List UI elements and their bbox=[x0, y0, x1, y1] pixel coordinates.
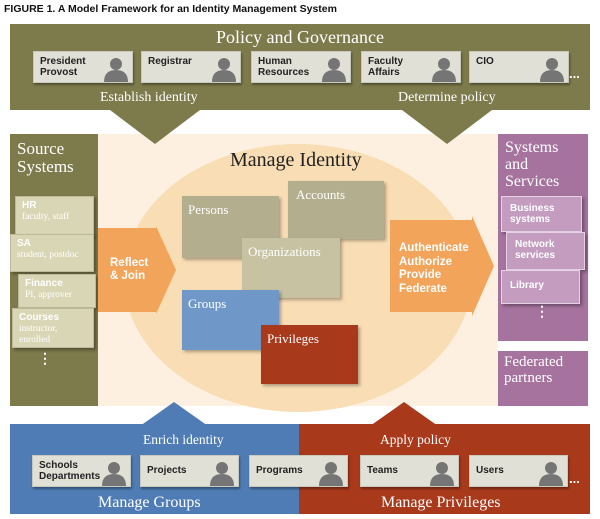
figure-title: FIGURE 1. A Model Framework for an Ident… bbox=[4, 3, 337, 15]
system-item-business: Business systems bbox=[501, 196, 582, 232]
reflect-join-label: Reflect & Join bbox=[110, 257, 149, 282]
entity-accounts: Accounts bbox=[288, 181, 384, 239]
person-icon bbox=[210, 462, 234, 486]
determine-policy-arrow bbox=[402, 110, 492, 144]
person-icon bbox=[319, 462, 343, 486]
manage-privileges-title: Manage Privileges bbox=[381, 494, 501, 511]
privilege-card-users: Users bbox=[469, 455, 568, 487]
authenticate-arrow bbox=[390, 216, 494, 316]
entity-privileges: Privileges bbox=[261, 325, 358, 384]
person-icon bbox=[322, 58, 346, 82]
source-item-courses: Courses instructor, enrolled bbox=[12, 308, 94, 348]
system-item-network: Network services bbox=[506, 232, 585, 270]
entity-organizations: Organizations bbox=[242, 238, 340, 298]
source-item-sa: SA student, postdoc bbox=[10, 234, 94, 272]
systems-services-title: Systems and Services bbox=[505, 139, 560, 190]
privilege-card-teams: Teams bbox=[360, 455, 459, 487]
apply-policy-arrow bbox=[370, 402, 438, 426]
source-item-finance: Finance PI, approver bbox=[18, 274, 96, 308]
person-icon bbox=[430, 462, 454, 486]
federated-partners-label: Federated partners bbox=[504, 354, 564, 386]
authenticate-label: Authenticate Authorize Provide Federate bbox=[399, 242, 469, 295]
person-icon bbox=[432, 58, 456, 82]
manage-identity-title: Manage Identity bbox=[230, 149, 362, 171]
reflect-join-arrow bbox=[98, 226, 176, 314]
establish-identity-arrow bbox=[110, 110, 200, 144]
group-card-programs: Programs bbox=[249, 455, 348, 487]
policy-card-faculty-affairs: Faculty Affairs bbox=[361, 51, 461, 83]
policy-card-president: President Provost bbox=[33, 51, 133, 83]
group-card-projects: Projects bbox=[140, 455, 239, 487]
privileges-more: ... bbox=[569, 471, 580, 486]
source-systems-title: Source Systems bbox=[17, 139, 74, 176]
manage-groups-title: Manage Groups bbox=[98, 494, 201, 511]
policy-governance-title: Policy and Governance bbox=[216, 27, 384, 47]
apply-policy-label: Apply policy bbox=[380, 432, 451, 447]
system-item-library: Library bbox=[501, 270, 580, 304]
policy-more: ... bbox=[569, 66, 580, 81]
federated-partners-panel bbox=[498, 351, 588, 406]
policy-card-registrar: Registrar bbox=[141, 51, 241, 83]
systems-more: ⋮ bbox=[535, 303, 549, 319]
source-item-hr: HR faculty, staff bbox=[15, 196, 94, 236]
determine-policy-label: Determine policy bbox=[398, 90, 496, 105]
policy-card-cio: CIO bbox=[469, 51, 569, 83]
person-icon bbox=[539, 462, 563, 486]
person-icon bbox=[104, 58, 128, 82]
enrich-identity-arrow bbox=[140, 402, 208, 426]
policy-card-human-resources: Human Resources bbox=[251, 51, 351, 83]
person-icon bbox=[540, 58, 564, 82]
establish-identity-label: Establish identity bbox=[100, 90, 198, 105]
person-icon bbox=[212, 58, 236, 82]
group-card-schools: Schools Departments bbox=[32, 455, 131, 487]
person-icon bbox=[102, 462, 126, 486]
enrich-identity-label: Enrich identity bbox=[143, 432, 224, 447]
source-more: ⋮ bbox=[38, 350, 52, 366]
